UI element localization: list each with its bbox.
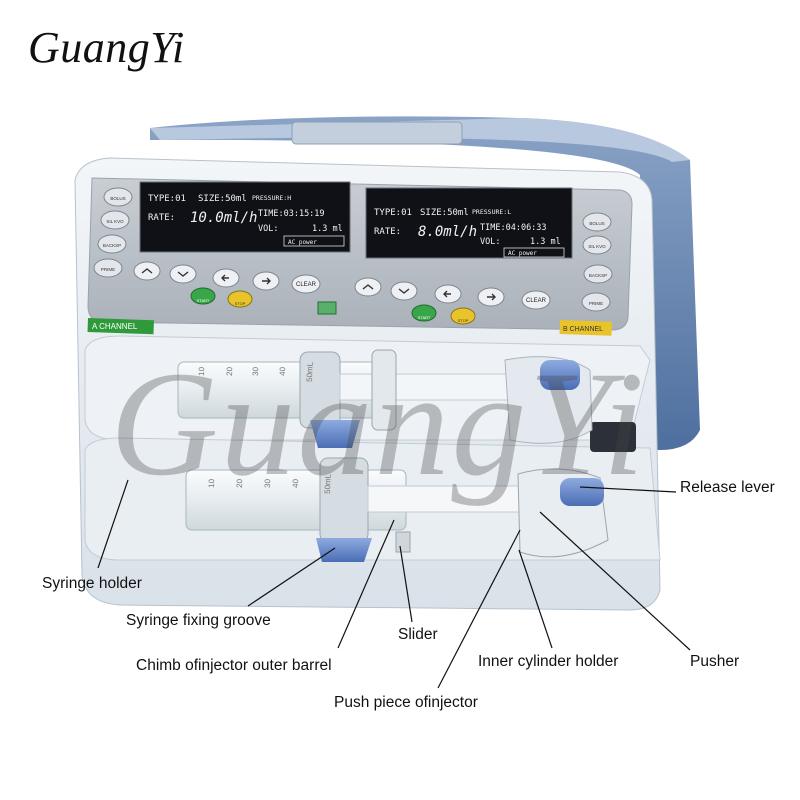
svg-text:AC power: AC power	[508, 250, 537, 257]
svg-text:SIZE:50ml: SIZE:50ml	[420, 208, 469, 218]
svg-text:TIME:03:15:19: TIME:03:15:19	[258, 209, 325, 219]
svg-text:10: 10	[207, 478, 216, 488]
svg-text:1.3 ml: 1.3 ml	[530, 237, 561, 247]
svg-text:20: 20	[225, 366, 234, 376]
svg-text:VOL:: VOL:	[480, 237, 500, 247]
svg-text:BOLUS: BOLUS	[110, 196, 125, 201]
svg-text:BOLUS: BOLUS	[589, 221, 604, 226]
callout-syringe-holder: Syringe holder	[42, 575, 142, 592]
lcd-a-type-label: TYPE:	[148, 194, 175, 204]
lcd-b-rate-value: 8.0ml/h	[418, 224, 477, 240]
svg-text:40: 40	[291, 478, 300, 488]
svg-text:10: 10	[197, 366, 206, 376]
svg-text:30: 30	[263, 478, 272, 488]
channel-b-tag: B CHANNEL	[559, 320, 612, 336]
svg-text:TIME:04:06:33: TIME:04:06:33	[480, 223, 547, 233]
svg-text:SIL KVO: SIL KVO	[106, 219, 124, 224]
callout-inner-cylinder-holder: Inner cylinder holder	[478, 653, 619, 670]
svg-text:AC power: AC power	[288, 239, 317, 246]
lcd-screen-b	[365, 187, 573, 259]
svg-text:50mL: 50mL	[323, 473, 333, 494]
callout-release-lever: Release lever	[680, 479, 775, 496]
callout-push-piece: Push piece ofinjector	[334, 694, 478, 711]
syringe-lower	[185, 457, 609, 562]
svg-text:SIL KVO: SIL KVO	[588, 244, 606, 249]
svg-text:TYPE:01: TYPE:01	[148, 194, 186, 204]
svg-text:A CHANNEL: A CHANNEL	[92, 322, 138, 331]
svg-text:STOP: STOP	[235, 301, 246, 306]
svg-text:RATE:: RATE:	[374, 227, 401, 237]
callout-chimb: Chimb ofinjector outer barrel	[136, 657, 332, 674]
callout-slider: Slider	[398, 626, 438, 643]
lcd-screen-a	[139, 181, 351, 253]
lcd-a-type-value: 01	[175, 194, 186, 204]
svg-text:B CHANNEL: B CHANNEL	[563, 326, 603, 333]
clear-button-a: CLEAR	[296, 282, 317, 288]
callout-pusher: Pusher	[690, 653, 740, 670]
svg-text:PRIME: PRIME	[589, 301, 603, 306]
lcd-a-rate-label: RATE:	[148, 213, 175, 223]
svg-text:START: START	[197, 298, 210, 303]
svg-text:VOL:: VOL:	[258, 224, 278, 234]
svg-text:BACKSP: BACKSP	[103, 243, 121, 248]
svg-text:STOP: STOP	[458, 318, 469, 323]
svg-text:PRESSURE:H: PRESSURE:H	[252, 194, 291, 202]
svg-text:20: 20	[235, 478, 244, 488]
svg-text:1.3 ml: 1.3 ml	[312, 224, 343, 234]
svg-text:30: 30	[251, 366, 260, 376]
channel-a-tag: A CHANNEL	[87, 318, 154, 335]
svg-text:BACKSP: BACKSP	[589, 273, 607, 278]
svg-text:TYPE:01: TYPE:01	[374, 208, 412, 218]
clear-button-b: CLEAR	[526, 298, 547, 304]
svg-text:40: 40	[278, 366, 287, 376]
svg-text:PRIME: PRIME	[101, 267, 115, 272]
callout-syringe-fixing-groove: Syringe fixing groove	[126, 612, 271, 629]
lcd-a-rate-value: 10.0ml/h	[190, 210, 257, 226]
brand-logo-text: GuangYi	[28, 23, 185, 72]
svg-text:START: START	[418, 315, 431, 320]
lcd-a-size: SIZE:50ml	[198, 194, 247, 204]
syringe-upper	[177, 349, 593, 448]
svg-text:PRESSURE:L: PRESSURE:L	[472, 208, 511, 216]
svg-text:50mL: 50mL	[305, 361, 315, 382]
